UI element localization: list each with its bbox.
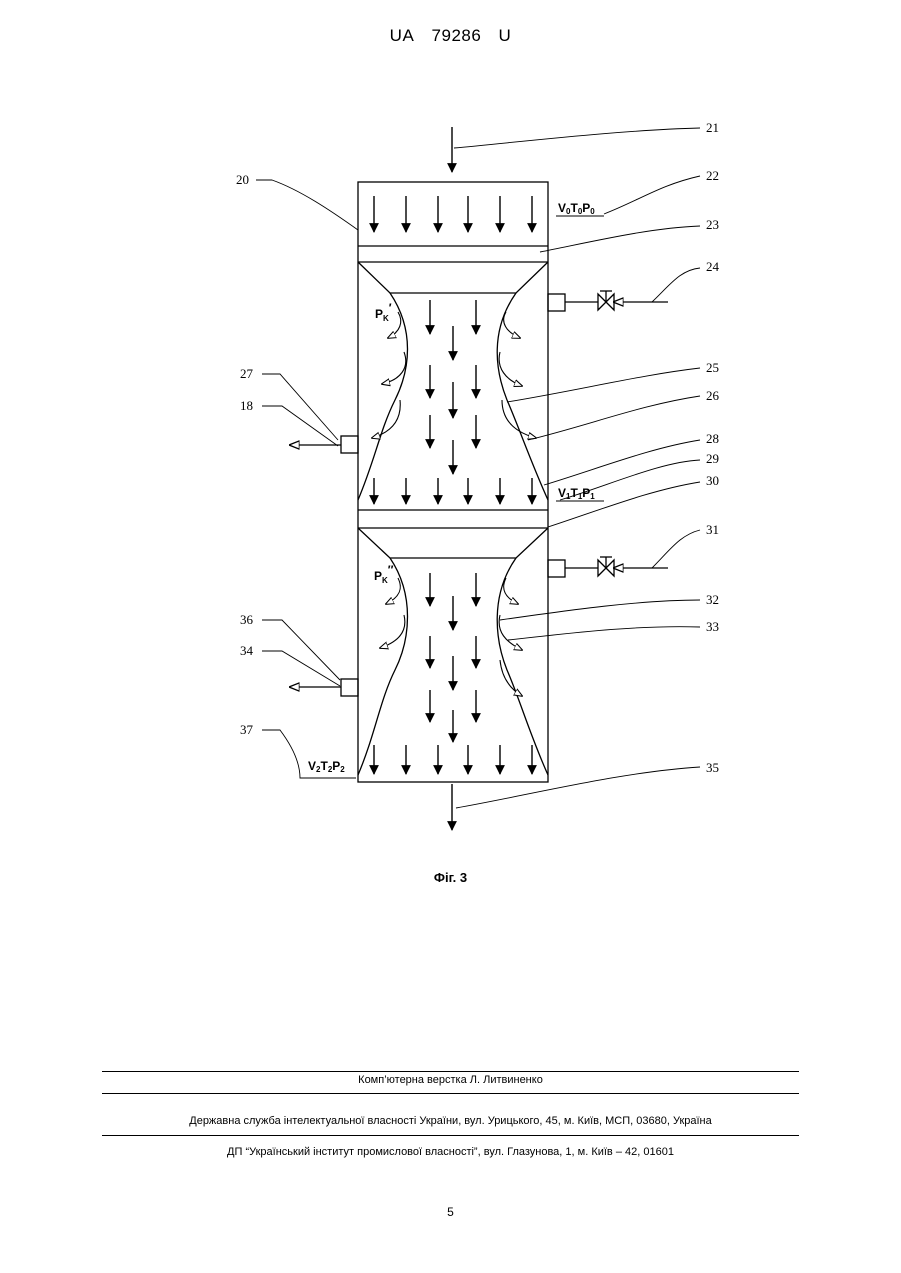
label-22: 22 bbox=[706, 168, 719, 183]
state-v1t1p1: V1T1P1 bbox=[558, 486, 595, 501]
right-inlet-upper bbox=[548, 294, 565, 311]
label-33: 33 bbox=[706, 619, 719, 634]
footer-rule-3 bbox=[102, 1135, 799, 1136]
label-36: 36 bbox=[240, 612, 254, 627]
state-v0t0p0: V0T0P0 bbox=[558, 201, 595, 216]
left-outlet-upper bbox=[341, 436, 358, 453]
label-18: 18 bbox=[240, 398, 253, 413]
label-34: 34 bbox=[240, 643, 254, 658]
footer-rule-1 bbox=[102, 1071, 799, 1072]
label-31: 31 bbox=[706, 522, 719, 537]
label-30: 30 bbox=[706, 473, 719, 488]
pressure-pk-upper: PK′ bbox=[375, 301, 392, 323]
leader-lines bbox=[256, 128, 700, 808]
label-23: 23 bbox=[706, 217, 719, 232]
state-v2t2p2: V2T2P2 bbox=[308, 759, 345, 774]
footer-institute: ДП “Український інститут промислової вла… bbox=[0, 1146, 901, 1158]
side-flow-arrows bbox=[372, 312, 536, 696]
right-inlet-lower bbox=[548, 560, 565, 577]
label-35: 35 bbox=[706, 760, 719, 775]
footer-office: Державна служба інтелектуальної власност… bbox=[0, 1115, 901, 1127]
label-26: 26 bbox=[706, 388, 720, 403]
footer-layout: Комп’ютерна верстка Л. Литвиненко bbox=[0, 1074, 901, 1086]
figure-caption: Фіг. 3 bbox=[0, 870, 901, 885]
label-29: 29 bbox=[706, 451, 719, 466]
label-25: 25 bbox=[706, 360, 719, 375]
flow-arrows bbox=[374, 196, 532, 774]
figure-drawing: 21 20 22 23 24 27 18 25 26 28 29 30 31 3… bbox=[0, 0, 901, 900]
label-37: 37 bbox=[240, 722, 254, 737]
label-32: 32 bbox=[706, 592, 719, 607]
lower-nozzle bbox=[358, 528, 548, 558]
pressure-pk-lower: PK″ bbox=[374, 563, 394, 585]
upper-nozzle bbox=[358, 262, 548, 293]
footer-rule-2 bbox=[102, 1093, 799, 1094]
reference-numerals: 21 20 22 23 24 27 18 25 26 28 29 30 31 3… bbox=[236, 120, 720, 775]
label-28: 28 bbox=[706, 431, 719, 446]
label-24: 24 bbox=[706, 259, 720, 274]
label-21: 21 bbox=[706, 120, 719, 135]
label-20: 20 bbox=[236, 172, 249, 187]
page-number: 5 bbox=[0, 1205, 901, 1219]
label-27: 27 bbox=[240, 366, 254, 381]
left-outlet-lower bbox=[341, 679, 358, 696]
